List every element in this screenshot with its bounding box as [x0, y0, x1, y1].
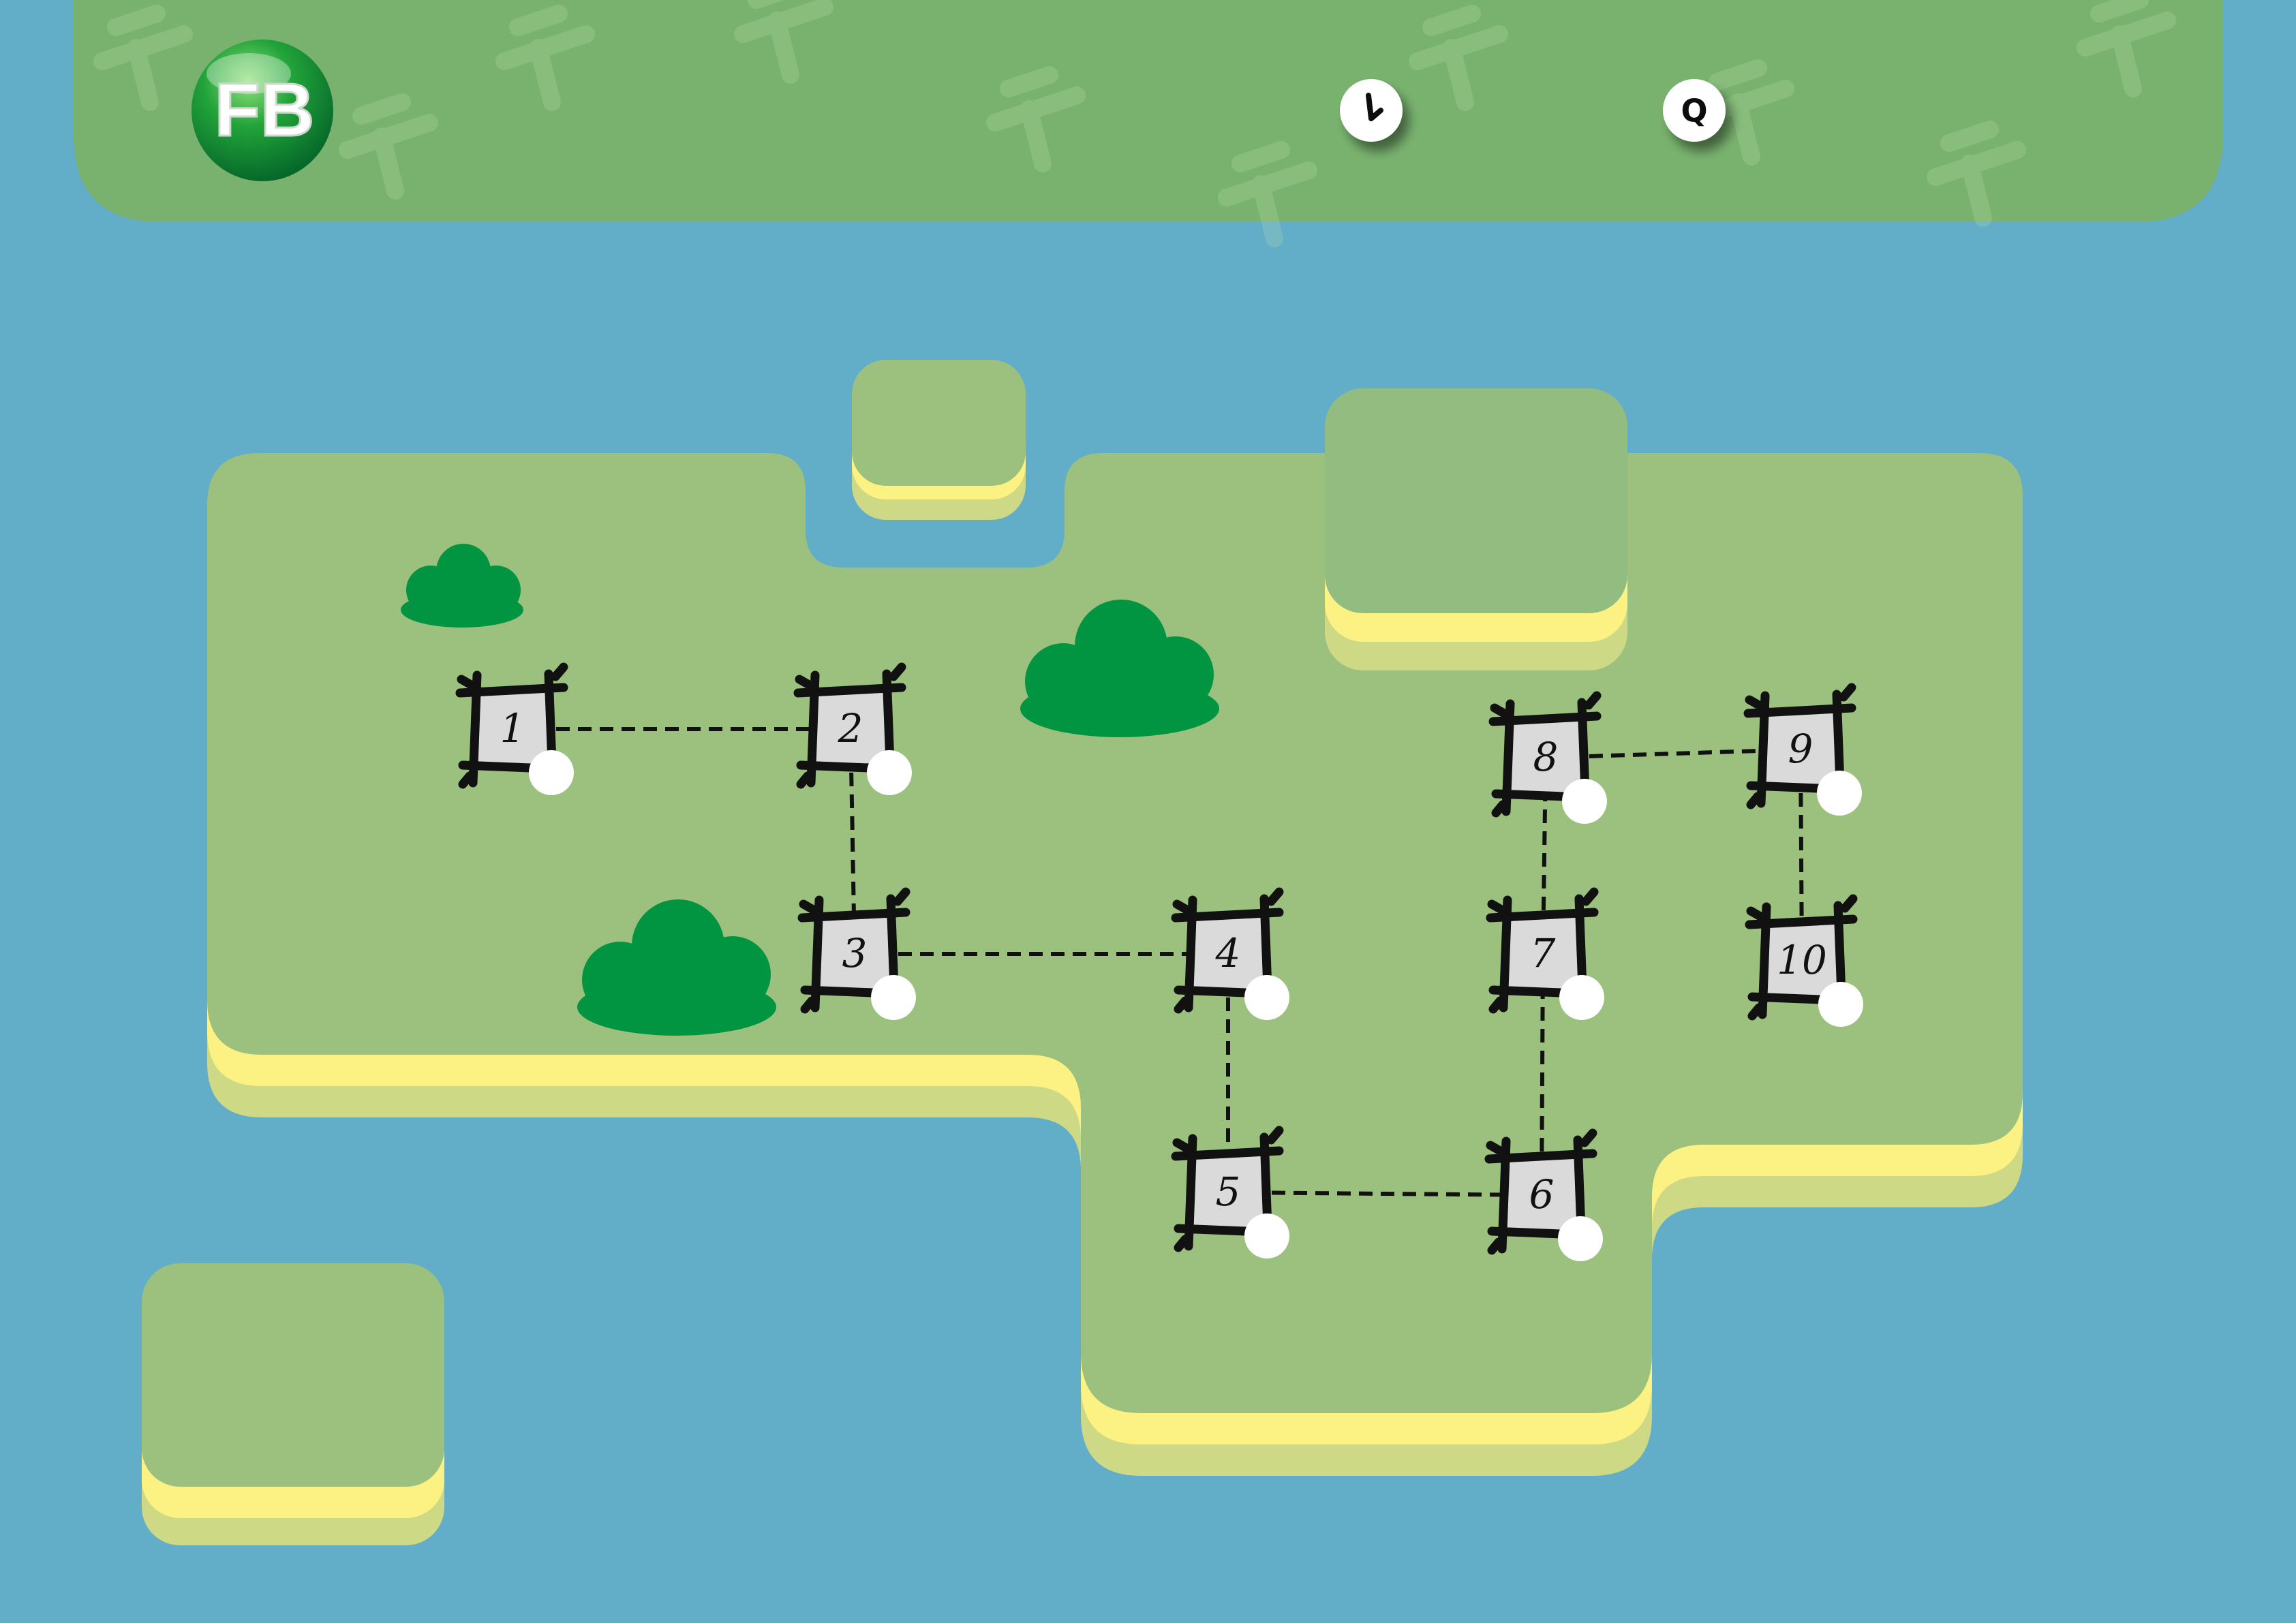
level-status-dot — [1244, 975, 1289, 1020]
level-frame — [1171, 1126, 1287, 1252]
level-tile — [1505, 916, 1580, 991]
level-status-dot — [1817, 771, 1862, 816]
level-label: 5 — [1216, 1169, 1241, 1215]
level-tile — [1764, 923, 1839, 998]
level-label: 7 — [1531, 930, 1556, 976]
level-frame — [455, 662, 571, 789]
level-frame — [1743, 683, 1859, 809]
level-node-7[interactable]: 7 — [1486, 887, 1604, 1020]
level-label: 4 — [1215, 930, 1241, 976]
level-tile — [1191, 1155, 1266, 1230]
quit-button[interactable]: Q — [1663, 79, 1726, 142]
small-island-right-overlay — [1325, 388, 1627, 670]
level-node-9[interactable]: 9 — [1743, 683, 1862, 816]
quit-button-label: Q — [1681, 93, 1707, 129]
level-node-6[interactable]: 6 — [1484, 1128, 1603, 1261]
timer-button[interactable] — [1340, 79, 1403, 142]
logo-text: FB — [215, 68, 315, 152]
level-node-1[interactable]: 1 — [455, 662, 574, 795]
bush-large-top — [1020, 600, 1219, 737]
level-tile — [475, 692, 550, 767]
level-frame — [793, 662, 909, 789]
level-tile — [1504, 1158, 1579, 1233]
level-status-dot — [529, 750, 574, 795]
path-5-6 — [1227, 1190, 1542, 1197]
level-label: 3 — [842, 930, 868, 976]
level-status-dot — [1562, 779, 1607, 824]
level-frame — [797, 887, 913, 1014]
level-node-5[interactable]: 5 — [1171, 1126, 1289, 1258]
level-label: 9 — [1788, 726, 1813, 772]
level-tile — [813, 692, 888, 767]
level-status-dot — [1559, 975, 1604, 1020]
level-frame — [1488, 691, 1604, 818]
level-label: 10 — [1777, 937, 1827, 983]
logo[interactable]: FB — [192, 40, 333, 181]
level-frame — [1171, 887, 1287, 1014]
level-status-dot — [871, 975, 916, 1020]
level-frame — [1486, 887, 1602, 1014]
level-label: 1 — [500, 705, 525, 752]
level-nodes: 1 2 3 4 5 6 7 8 9 10 — [455, 662, 1863, 1261]
level-tile — [1191, 916, 1266, 991]
level-tile — [1763, 712, 1838, 787]
level-status-dot — [1244, 1214, 1289, 1258]
clock-icon — [1366, 93, 1383, 121]
level-frame — [1745, 894, 1861, 1021]
level-frame — [1484, 1128, 1600, 1255]
bush-small — [401, 544, 523, 628]
level-node-4[interactable]: 4 — [1171, 887, 1289, 1020]
level-node-3[interactable]: 3 — [797, 887, 916, 1020]
small-island-bottom-left — [142, 1263, 444, 1545]
level-status-dot — [1558, 1216, 1603, 1261]
level-status-dot — [867, 750, 912, 795]
level-label: 2 — [838, 705, 863, 752]
level-node-10[interactable]: 10 — [1745, 894, 1863, 1027]
small-island-top — [852, 360, 1026, 520]
level-label: 8 — [1533, 734, 1559, 780]
bush-large-bottom — [577, 899, 776, 1036]
level-tile — [817, 916, 892, 991]
level-node-8[interactable]: 8 — [1488, 691, 1607, 824]
level-node-2[interactable]: 2 — [793, 662, 912, 795]
level-tile — [1508, 720, 1583, 795]
banner-watermark-pattern — [93, 0, 2176, 247]
level-label: 6 — [1529, 1171, 1555, 1218]
level-status-dot — [1818, 982, 1863, 1027]
top-banner — [74, 0, 2223, 247]
